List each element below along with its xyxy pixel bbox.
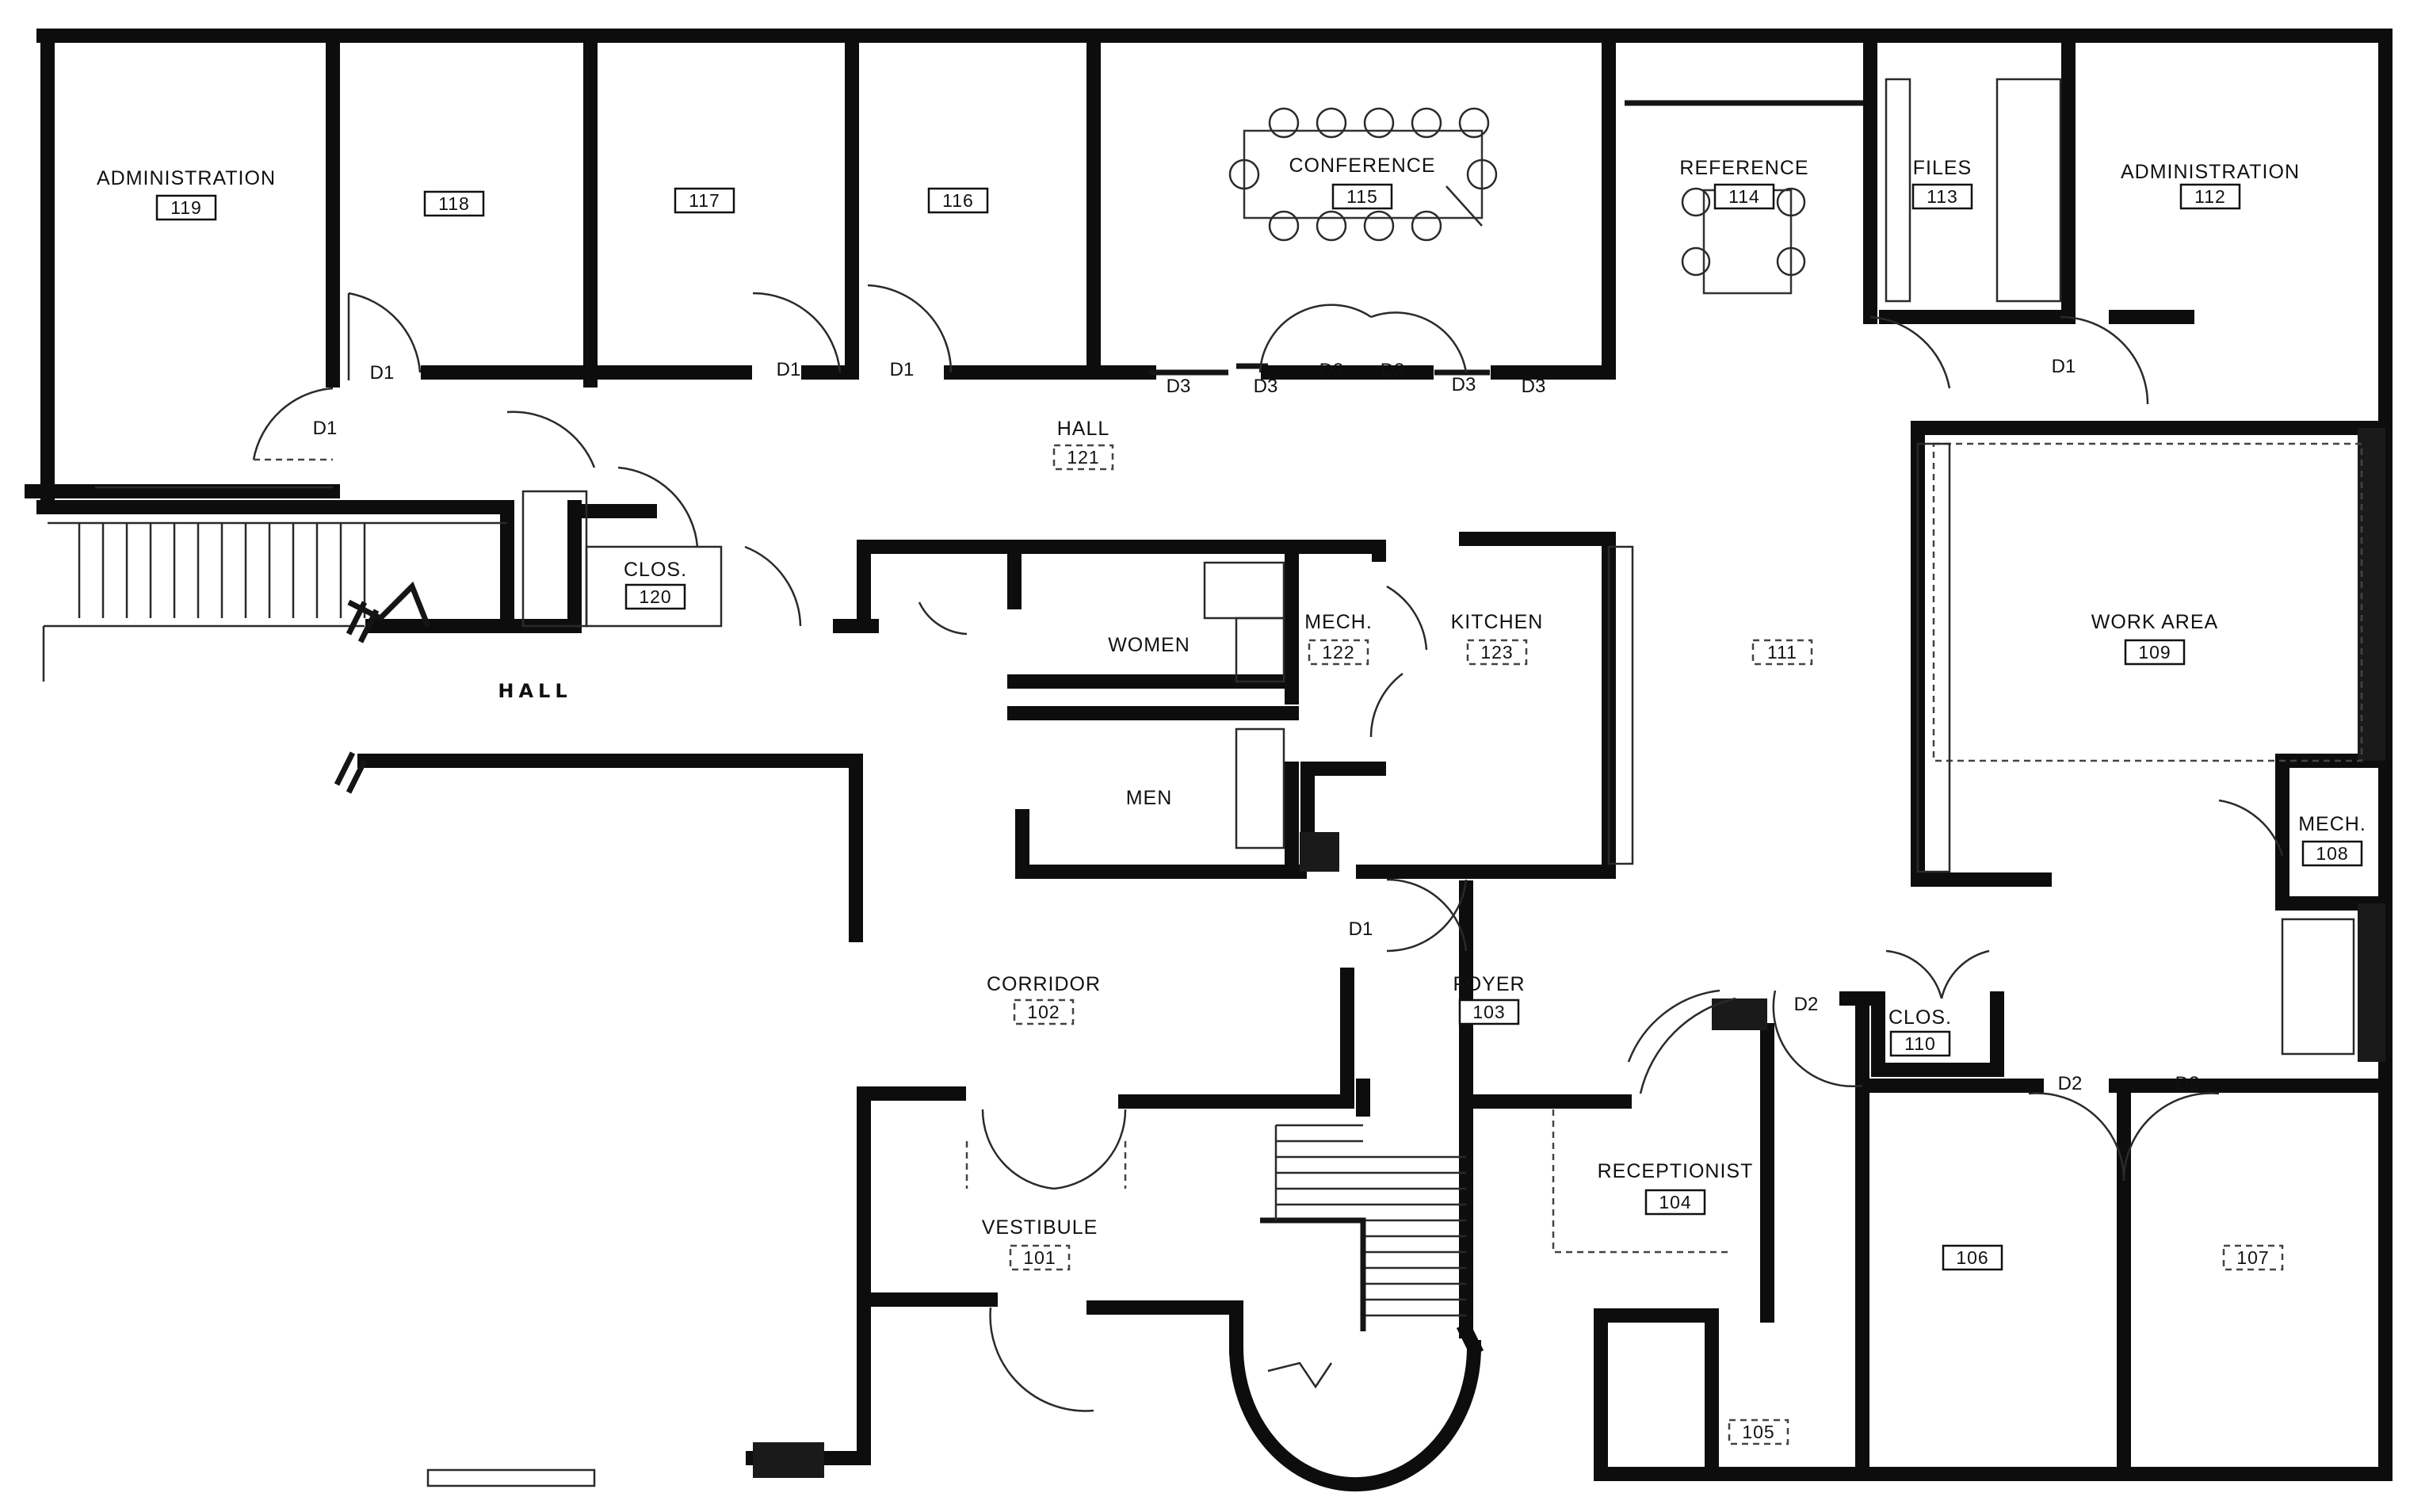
room-name-mech-122: MECH.	[1304, 611, 1373, 633]
room-name-files-113: FILES	[1913, 157, 1972, 179]
room-number-104: 104	[1659, 1192, 1691, 1212]
door-tag: D3	[1452, 374, 1476, 395]
room-name-conference-115: CONFERENCE	[1289, 155, 1435, 177]
left-stairs	[42, 486, 507, 794]
room-number-121: 121	[1067, 447, 1099, 468]
stairs	[1260, 1124, 1466, 1389]
room-number-119: 119	[170, 197, 202, 218]
door-tag: D2	[2175, 1073, 2200, 1094]
room-number-112: 112	[2194, 186, 2226, 207]
room-name-hall-121: HALL	[1057, 418, 1110, 440]
door-tag: D2	[2058, 1073, 2083, 1094]
room-number-123: 123	[1480, 642, 1513, 662]
room-name-clos-120: CLOS.	[624, 559, 687, 581]
door-tag: D3	[1167, 376, 1191, 397]
handwritten-hall-label: HALL	[498, 680, 571, 702]
room-name-receptionist-104: RECEPTIONIST	[1598, 1160, 1754, 1182]
walls	[25, 29, 2393, 1492]
room-number-107: 107	[2236, 1247, 2269, 1268]
room-number-120: 120	[639, 586, 671, 607]
number-boxes	[155, 183, 2363, 1445]
room-number-118: 118	[438, 193, 470, 214]
furniture	[42, 78, 2363, 1487]
room-number-109: 109	[2138, 642, 2171, 662]
door-tag: D3	[1522, 376, 1546, 397]
room-number-105: 105	[1742, 1422, 1774, 1442]
room-name-reference-114: REFERENCE	[1679, 157, 1808, 179]
room-number-101: 101	[1023, 1247, 1056, 1268]
room-name-clos-110: CLOS.	[1888, 1006, 1952, 1029]
room-number-122: 122	[1322, 642, 1354, 662]
room-name-kitchen-123: KITCHEN	[1451, 611, 1544, 633]
door-tag: D1	[777, 359, 801, 380]
door-swings	[252, 284, 2284, 1412]
room-number-102: 102	[1027, 1002, 1060, 1022]
room-name-administration-112: ADMINISTRATION	[2121, 161, 2300, 183]
room-number-110: 110	[1904, 1033, 1936, 1054]
room-number-106: 106	[1956, 1247, 1988, 1268]
room-name-women: WOMEN	[1108, 634, 1190, 656]
door-tags: D1 D1 D1 D1 D1 D1 D3 D3 D3 D3 D3 D3 D2 D…	[313, 356, 2200, 1094]
door-tag: D3	[1381, 360, 1405, 381]
room-number-108: 108	[2316, 843, 2348, 864]
door-tag: D3	[1319, 360, 1344, 381]
room-name-administration-119: ADMINISTRATION	[97, 167, 276, 189]
room-name-work-area-109: WORK AREA	[2091, 611, 2218, 633]
room-number-117: 117	[689, 190, 720, 211]
room-name-men: MEN	[1126, 787, 1173, 809]
room-number-113: 113	[1927, 186, 1958, 207]
room-name-corridor-102: CORRIDOR	[987, 973, 1101, 995]
room-name-mech-108: MECH.	[2298, 813, 2366, 835]
room-number-114: 114	[1728, 186, 1760, 207]
room-name-vestibule-101: VESTIBULE	[982, 1216, 1098, 1239]
room-number-115: 115	[1346, 186, 1378, 207]
door-tag: D1	[890, 359, 915, 380]
door-tag: D1	[1349, 918, 1373, 940]
room-number-111: 111	[1767, 642, 1797, 662]
door-tag: D1	[2052, 356, 2076, 377]
door-tag: D2	[1794, 994, 1819, 1015]
room-number-103: 103	[1472, 1002, 1505, 1022]
room-labels: ADMINISTRATION 119 118 117 116 CONFERENC…	[97, 155, 2366, 1442]
room-number-116: 116	[942, 190, 974, 211]
door-tag: D3	[1254, 376, 1278, 397]
door-tag: D1	[370, 362, 395, 384]
door-tag: D1	[313, 418, 338, 439]
room-name-foyer-103: FOYER	[1453, 973, 1525, 995]
